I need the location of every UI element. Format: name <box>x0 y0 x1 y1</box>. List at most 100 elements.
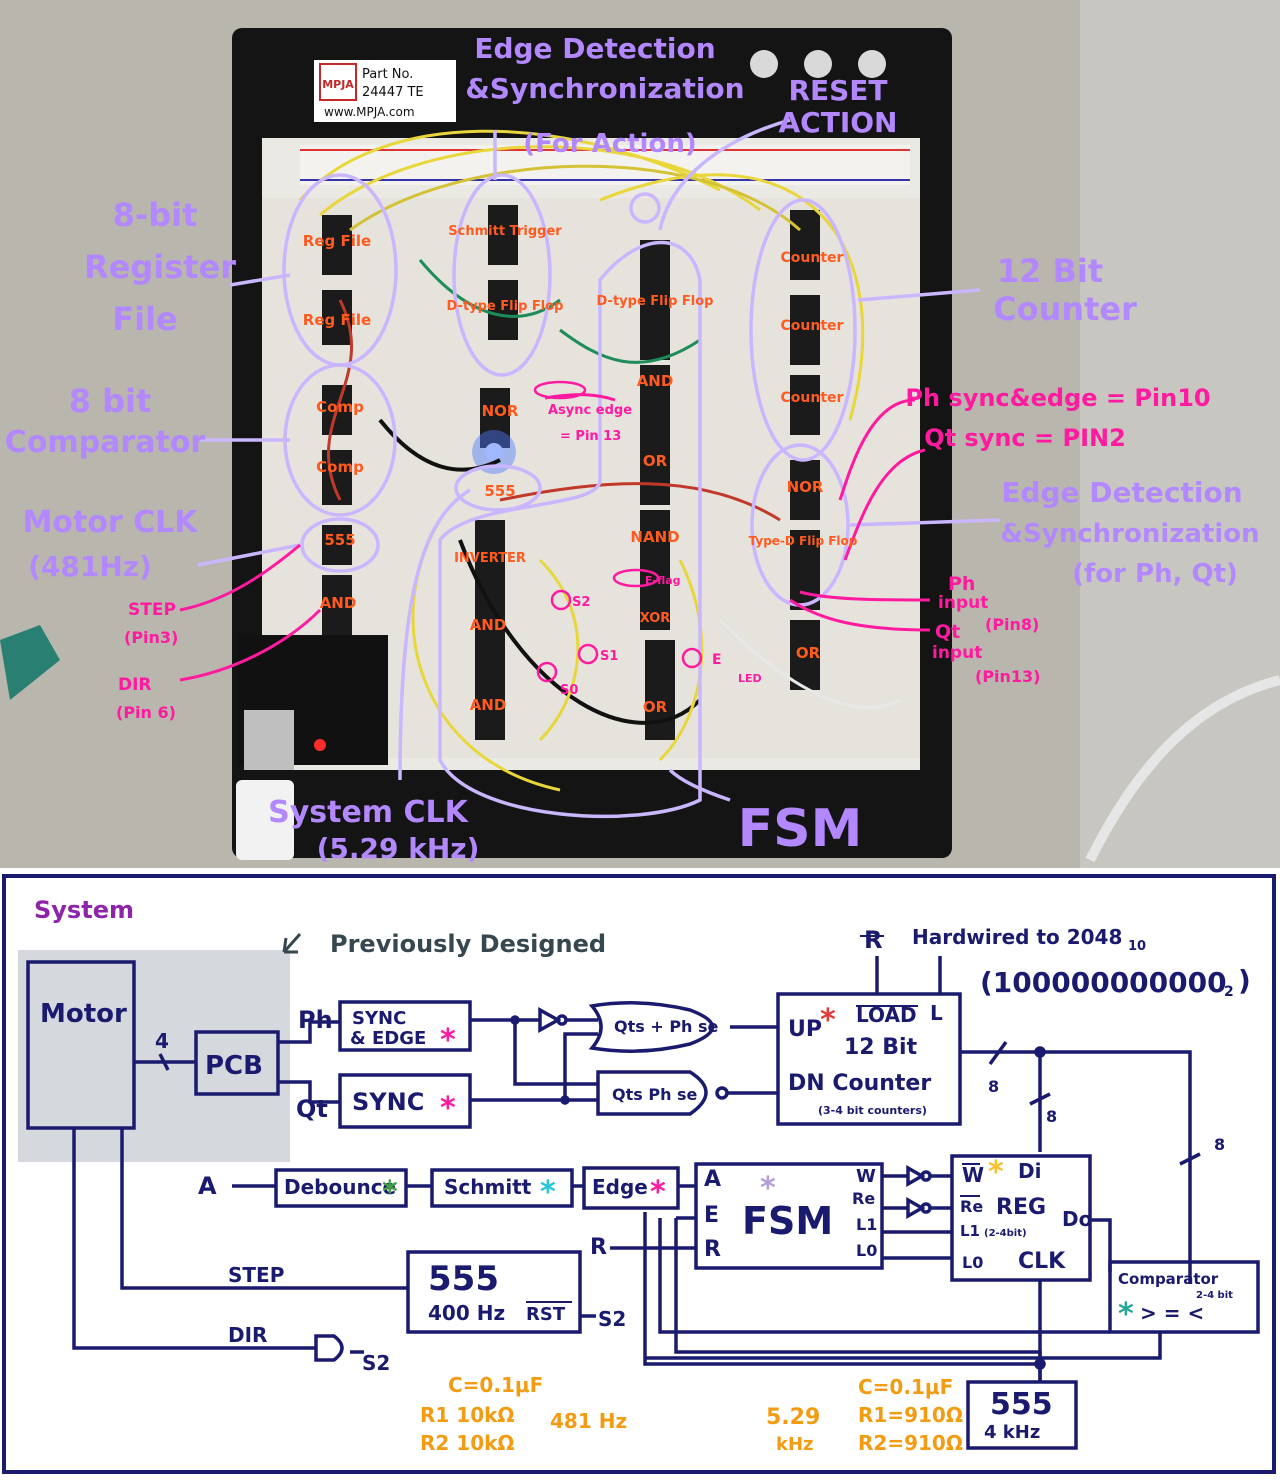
annotation: File <box>112 300 178 338</box>
chip-label: D-type Flip Flop <box>597 294 714 309</box>
fsm-label: FSM <box>742 1199 833 1243</box>
step-label: STEP <box>228 1263 284 1287</box>
bus-width-label: 8 <box>1214 1135 1225 1154</box>
chip-label: Counter <box>781 250 844 266</box>
chip-label: S2 <box>572 595 590 610</box>
rc-note: R2=910Ω <box>858 1431 963 1455</box>
fsm-input-a: A <box>704 1167 721 1192</box>
asterisk-icon: * <box>820 1003 836 1038</box>
rc-note: R2 10kΩ <box>420 1431 514 1455</box>
bus-width-label: 4 <box>155 1029 169 1053</box>
rc-note: C=0.1μF <box>448 1373 543 1397</box>
counter-up: UP <box>788 1017 822 1042</box>
annotation: RESET <box>788 74 887 107</box>
schematic-title: System <box>34 896 134 924</box>
annotation: Edge Detection <box>474 32 715 65</box>
reg-label: REG <box>996 1195 1046 1220</box>
reg-l0: L0 <box>962 1253 983 1272</box>
asterisk-icon: * <box>440 1091 456 1126</box>
chip-label: OR <box>796 644 821 662</box>
svg-text:MPJA: MPJA <box>322 78 354 91</box>
chip-label: Reg File <box>303 232 371 250</box>
fsm-out-w: W <box>856 1166 876 1187</box>
annotation-arrows <box>197 118 1001 802</box>
fsm-out-l1: L1 <box>856 1215 877 1234</box>
chip-label: AND <box>637 372 674 390</box>
schematic-wiring <box>26 956 1260 1450</box>
rc-note: 481 Hz <box>550 1409 627 1433</box>
chip-label: S0 <box>560 683 578 698</box>
timer-555-label: 555 <box>428 1259 499 1299</box>
annotation: Register <box>84 248 236 286</box>
asterisk-icon: * <box>440 1023 456 1058</box>
chip-label: Type-D Flip Flop <box>749 534 858 548</box>
breadboard-photo: MPJA Part No. 24447 TE www.MPJA.com <box>0 0 1280 868</box>
annotation: 8 bit <box>69 382 152 420</box>
annotation: Qt <box>935 621 960 643</box>
comparator-note: 2-4 bit <box>1196 1290 1233 1301</box>
annotation: FSM <box>738 799 863 859</box>
asterisk-icon: * <box>760 1171 776 1206</box>
svg-text:2: 2 <box>1224 984 1234 1000</box>
reg-w: W <box>962 1163 984 1187</box>
annotation: Motor CLK <box>22 505 199 540</box>
hardwired-binary: (100000000000 <box>980 966 1227 999</box>
chip-label: LED <box>738 672 762 685</box>
rc-note: 5.29 <box>766 1405 820 1430</box>
annotation: Edge Detection <box>1001 476 1242 509</box>
annotation: System CLK <box>268 795 470 830</box>
chip-label: 555 <box>324 531 355 549</box>
annotation: input <box>938 593 988 613</box>
chip-label: S1 <box>600 649 618 664</box>
chip-label: NOR <box>482 402 519 420</box>
annotation: ACTION <box>779 106 898 139</box>
hardwired-label: Hardwired to 2048 <box>912 925 1122 949</box>
asterisk-icon: * <box>988 1155 1004 1190</box>
chip-label: OR <box>643 698 668 716</box>
chip-label: Comp <box>316 458 364 476</box>
asterisk-icon: * <box>1118 1297 1134 1332</box>
system-schematic: System Previously Designed <box>0 872 1280 1478</box>
input-a-label: A <box>198 1172 217 1200</box>
bus-width-label: 8 <box>988 1077 999 1096</box>
chip-label: NOR <box>787 478 824 496</box>
annotation: Ph <box>948 573 975 595</box>
comparator-ops: > = < <box>1140 1301 1204 1325</box>
chip-label: AND <box>320 594 357 612</box>
chip-label: INVERTER <box>454 551 526 566</box>
annotation: Ph sync&edge = Pin10 <box>905 384 1210 412</box>
s2-label: S2 <box>598 1307 626 1331</box>
status-asterisks: * * * * * * * * * <box>382 1003 1134 1332</box>
annotation: (Pin3) <box>124 628 178 647</box>
svg-text:): ) <box>1238 964 1251 997</box>
chip-label: Counter <box>781 318 844 334</box>
reg-re: Re <box>960 1197 983 1216</box>
fsm-out-l0: L0 <box>856 1241 877 1260</box>
asterisk-icon: * <box>650 1175 666 1210</box>
counter-note: (3-4 bit counters) <box>818 1104 927 1117</box>
or-gate-label: Qts + Ph se <box>614 1017 719 1036</box>
svg-text:Part No.: Part No. <box>362 67 413 82</box>
pin-callout-lines <box>179 393 931 682</box>
reg-l1: L1 <box>960 1222 980 1240</box>
schmitt-label: Schmitt <box>444 1175 532 1199</box>
annotation: (Pin13) <box>975 667 1041 686</box>
svg-text:www.MPJA.com: www.MPJA.com <box>324 105 415 119</box>
annotation: &Synchronization <box>1000 519 1259 549</box>
annotation: Qt sync = PIN2 <box>924 424 1126 452</box>
reg-note: (2-4bit) <box>984 1228 1027 1239</box>
dir-label: DIR <box>228 1323 267 1347</box>
r-input-label: R <box>590 1235 607 1260</box>
timer-555b-freq: 4 kHz <box>984 1422 1040 1443</box>
chip-label: Counter <box>781 390 844 406</box>
annotation: Counter <box>993 290 1137 328</box>
annotation: 8-bit <box>113 196 198 234</box>
rc-note: R1=910Ω <box>858 1403 963 1427</box>
usb-cable <box>236 780 294 860</box>
counter-title: 12 Bit <box>844 1035 918 1060</box>
timer-555-freq: 400 Hz <box>428 1301 505 1325</box>
s2-label: S2 <box>362 1351 390 1375</box>
annotation: 12 Bit <box>997 252 1103 290</box>
annotation: = Pin 13 <box>560 429 621 444</box>
debounce-label: Debounce <box>284 1175 396 1199</box>
